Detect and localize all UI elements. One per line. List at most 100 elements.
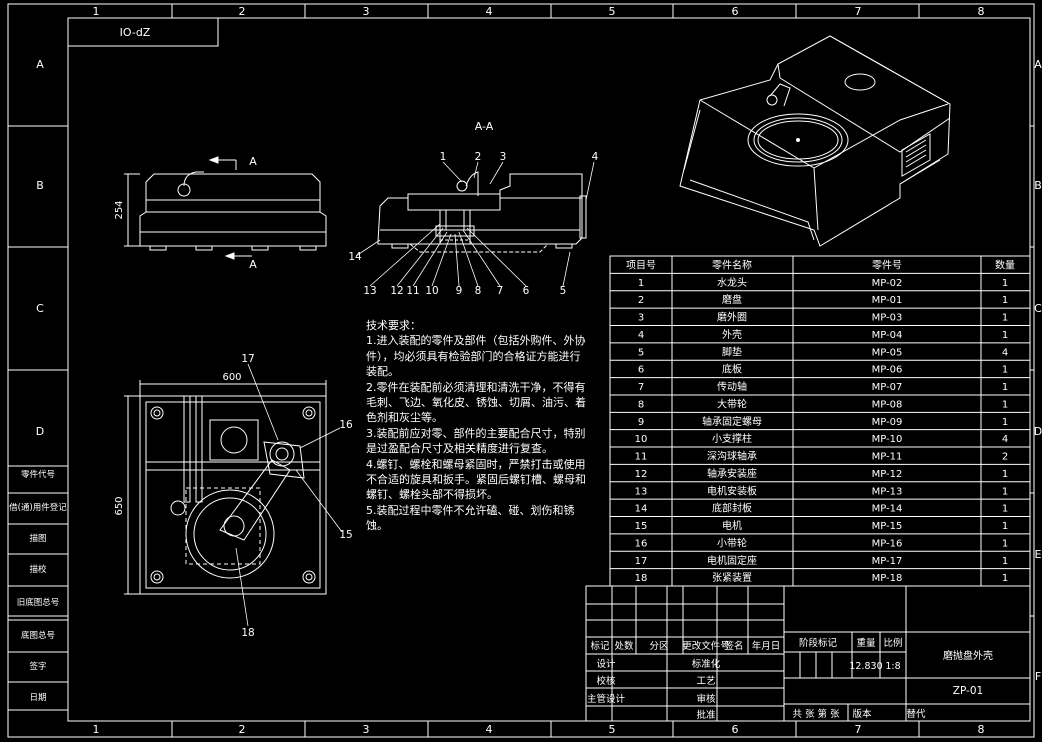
col-label-3: 3 <box>363 5 370 18</box>
bom-cell: MP-01 <box>872 295 903 306</box>
bom-cell: 深沟球轴承 <box>707 450 757 463</box>
bom-cell: MP-15 <box>872 521 903 532</box>
callout-17: 17 <box>241 353 254 365</box>
technical-requirements: 技术要求： 1.进入装配的零件及部件（包括外购件、外协件），均必须具有检验部门的… <box>366 318 588 534</box>
col-label-1b: 1 <box>93 723 100 736</box>
drawing-number: ZP-01 <box>953 685 983 697</box>
bom-cell: MP-10 <box>872 434 903 445</box>
label-design: 设计 <box>596 658 616 670</box>
section-label: A-A <box>475 120 494 133</box>
callout-7: 7 <box>497 285 504 297</box>
bom-cell: 8 <box>638 399 644 410</box>
label-process: 工艺 <box>696 676 715 687</box>
bom-cell: 9 <box>638 417 644 428</box>
bom-cell: 6 <box>638 365 644 376</box>
bom-cell: 4 <box>1002 347 1008 358</box>
strip-borrow: 借(通)用件登记 <box>9 502 67 513</box>
callout-11: 11 <box>406 285 419 297</box>
tech-req-line-3: 3.装配前应对零、部件的主要配合尺寸，特别是过盈配合尺寸及相关精度进行复查。 <box>366 426 586 456</box>
tech-req-line-4: 4.螺钉、螺栓和螺母紧固时，严禁打击或使用不合适的旋具和扳手。紧固后螺钉槽、螺母… <box>366 457 586 502</box>
strip-trace-check: 描校 <box>29 564 47 575</box>
bom-cell: 大带轮 <box>717 397 747 410</box>
col-label-2b: 2 <box>239 723 246 736</box>
bom-header-0: 项目号 <box>626 260 656 272</box>
bom-cell: 1 <box>1002 538 1008 549</box>
label-check: 校核 <box>596 675 616 687</box>
bom-cell: MP-08 <box>872 399 903 410</box>
bom-cell: 1 <box>1002 469 1008 480</box>
front-section-mark-bottom: A <box>249 258 257 271</box>
rev-head-sign: 签名 <box>724 640 743 652</box>
row-label-a-r: A <box>1034 58 1042 71</box>
bom-cell: 轴承固定螺母 <box>702 415 762 428</box>
bom-cell: 4 <box>1002 434 1008 445</box>
bom-cell: 1 <box>1002 417 1008 428</box>
bom-cell: 15 <box>635 521 648 532</box>
version-label: 版本 <box>852 708 872 720</box>
dim-width: 600 <box>222 372 241 383</box>
plan-leaders <box>235 363 343 627</box>
col-label-1: 1 <box>93 5 100 18</box>
col-label-8: 8 <box>978 5 985 18</box>
callout-9: 9 <box>456 285 463 297</box>
strip-base: 底图总号 <box>21 630 55 641</box>
bom-cell: 10 <box>635 434 648 445</box>
bom-cell: 磨盘 <box>722 293 742 306</box>
bom-cell: 小支撑柱 <box>712 432 752 445</box>
bom-cell: MP-14 <box>872 504 903 515</box>
bom-cell: 2 <box>1002 452 1008 463</box>
col-label-7b: 7 <box>855 723 862 736</box>
bom-cell: 12 <box>635 469 648 480</box>
strip-date: 日期 <box>29 693 46 703</box>
bom-cell: MP-11 <box>872 452 903 463</box>
bom-cell: 1 <box>1002 313 1008 324</box>
section-view <box>377 171 587 253</box>
strip-old-base: 旧底图总号 <box>17 597 60 608</box>
col-label-4: 4 <box>486 5 493 18</box>
bom-cell: 4 <box>638 330 644 341</box>
front-section-mark-top: A <box>249 155 257 168</box>
callout-3: 3 <box>500 151 507 163</box>
strip-part-code: 零件代号 <box>21 469 55 480</box>
label-review: 审核 <box>696 693 716 705</box>
label-standard: 标准化 <box>692 658 721 670</box>
row-label-d: D <box>36 425 44 438</box>
rev-head-zone: 分区 <box>649 641 669 652</box>
bom-cell: 传动轴 <box>717 380 747 393</box>
code-box-text: IO-dZ <box>120 26 151 39</box>
isometric-view <box>679 35 951 247</box>
callout-14: 14 <box>348 251 362 263</box>
bom-cell: 电机 <box>722 519 742 532</box>
value-ratio: 1:8 <box>885 661 900 672</box>
col-label-5: 5 <box>609 5 616 18</box>
bom-cell: 外壳 <box>722 328 742 341</box>
bom-cell: MP-02 <box>872 278 903 289</box>
bom-cell: 11 <box>635 452 648 463</box>
front-view <box>124 156 327 260</box>
drawing-name: 磨抛盘外壳 <box>943 649 993 662</box>
bom-cell: 磨外圈 <box>717 312 747 324</box>
callout-8: 8 <box>475 285 482 297</box>
bom-cell: 7 <box>638 382 644 393</box>
row-label-b-r: B <box>1034 179 1042 192</box>
bom-cell: MP-05 <box>872 347 903 358</box>
col-label-3b: 3 <box>363 723 370 736</box>
bom-cell: 1 <box>1002 365 1008 376</box>
col-label-8b: 8 <box>978 723 985 736</box>
bom-cell: 电机安装板 <box>707 484 757 497</box>
label-ratio: 比例 <box>883 637 902 649</box>
bom-cell: 3 <box>638 313 644 324</box>
dim-depth: 650 <box>114 496 125 515</box>
bom-cell: 14 <box>635 504 648 515</box>
bom-cell: 1 <box>1002 399 1008 410</box>
callout-15: 15 <box>339 529 352 541</box>
bom-cell: 1 <box>1002 521 1008 532</box>
bom-header-3: 数量 <box>995 259 1015 272</box>
section-leaders <box>355 161 595 287</box>
bom-cell: MP-06 <box>872 365 903 376</box>
bom-cell: 1 <box>1002 504 1008 515</box>
bom-cell: MP-13 <box>872 486 903 497</box>
rev-head-date: 年月日 <box>752 640 781 652</box>
bom-cell: 小带轮 <box>717 536 747 549</box>
